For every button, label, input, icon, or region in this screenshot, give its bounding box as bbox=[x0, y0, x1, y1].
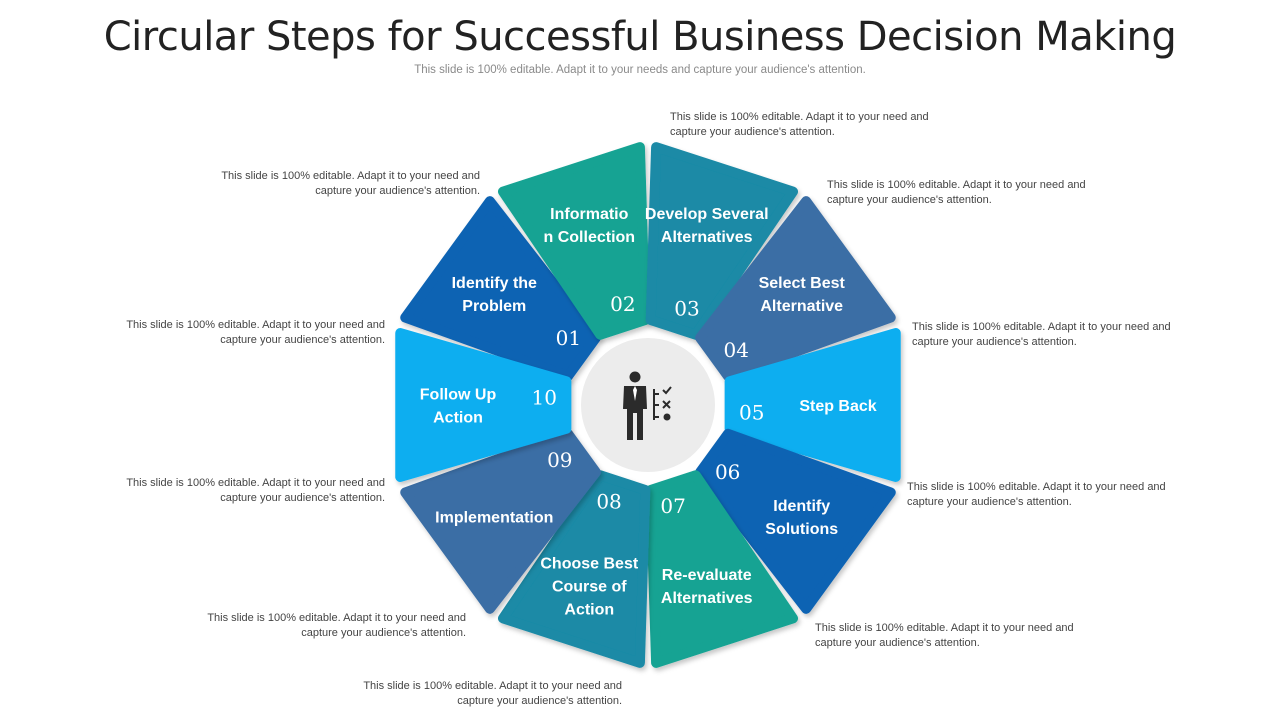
step-note-06: This slide is 100% editable. Adapt it to… bbox=[815, 621, 1090, 651]
step-label-line: Solutions bbox=[765, 521, 838, 538]
step-note-02: This slide is 100% editable. Adapt it to… bbox=[670, 110, 945, 140]
step-note-line: capture your audience's attention. bbox=[907, 496, 1072, 508]
step-note-07: This slide is 100% editable. Adapt it to… bbox=[347, 679, 622, 709]
step-label-line: Alternatives bbox=[661, 590, 753, 607]
step-label-line: Identify bbox=[773, 498, 830, 515]
step-shape-03 bbox=[645, 142, 799, 340]
step-number-02: 02 bbox=[610, 292, 635, 316]
step-note-08: This slide is 100% editable. Adapt it to… bbox=[191, 611, 466, 641]
step-number-01: 01 bbox=[556, 326, 581, 350]
step-label-line: Re-evaluate bbox=[662, 567, 752, 584]
step-note-03: This slide is 100% editable. Adapt it to… bbox=[827, 178, 1102, 208]
step-label-line: Select Best bbox=[759, 275, 846, 292]
step-shape-08 bbox=[497, 470, 651, 668]
slide-title: Circular Steps for Successful Business D… bbox=[103, 14, 1177, 60]
step-note-line: capture your audience's attention. bbox=[912, 336, 1077, 348]
step-label-line: Step Back bbox=[799, 398, 876, 415]
step-shape-05 bbox=[724, 328, 901, 482]
step-shape-09 bbox=[400, 428, 601, 614]
step-label-line: Identify the bbox=[452, 275, 537, 292]
step-note-line: This slide is 100% editable. Adapt it to… bbox=[126, 319, 385, 331]
step-note-line: capture your audience's attention. bbox=[220, 492, 385, 504]
step-label-09: Implementation bbox=[435, 510, 553, 527]
step-note-line: capture your audience's attention. bbox=[457, 695, 622, 707]
step-note-09: This slide is 100% editable. Adapt it to… bbox=[110, 476, 385, 506]
step-note-04: This slide is 100% editable. Adapt it to… bbox=[912, 320, 1187, 350]
businessman-decision-icon bbox=[623, 371, 672, 440]
center-circle bbox=[581, 338, 715, 472]
step-shape-07 bbox=[645, 470, 799, 668]
step-shape-01 bbox=[400, 196, 601, 382]
step-segment-02: Informatio n Collection 02 bbox=[497, 142, 651, 340]
step-note-line: capture your audience's attention. bbox=[670, 126, 835, 138]
step-label-line: Alternative bbox=[760, 298, 843, 315]
step-label-05: Step Back bbox=[799, 398, 876, 415]
step-note-line: This slide is 100% editable. Adapt it to… bbox=[815, 622, 1074, 634]
step-segment-09: Implementation 09 bbox=[400, 428, 601, 614]
step-note-line: capture your audience's attention. bbox=[815, 637, 980, 649]
step-label-line: Follow Up bbox=[420, 387, 497, 404]
step-number-09: 09 bbox=[547, 448, 572, 472]
step-note-line: This slide is 100% editable. Adapt it to… bbox=[207, 612, 466, 624]
step-label-line: Alternatives bbox=[661, 229, 753, 246]
step-note-10: This slide is 100% editable. Adapt it to… bbox=[110, 318, 385, 348]
step-shape-02 bbox=[497, 142, 651, 340]
step-label-line: Choose Best bbox=[540, 556, 638, 573]
step-note-line: capture your audience's attention. bbox=[301, 627, 466, 639]
slide-subtitle: This slide is 100% editable. Adapt it to… bbox=[414, 64, 866, 76]
step-note-line: This slide is 100% editable. Adapt it to… bbox=[827, 179, 1086, 191]
step-note-line: This slide is 100% editable. Adapt it to… bbox=[670, 111, 929, 123]
step-segment-10: Follow Up Action 10 bbox=[395, 328, 572, 482]
step-label-line: Action bbox=[564, 602, 614, 619]
step-number-07: 07 bbox=[660, 494, 685, 518]
step-label-02: Informatio n Collection bbox=[544, 206, 636, 246]
step-label-line: n Collection bbox=[544, 229, 636, 246]
step-note-line: capture your audience's attention. bbox=[827, 194, 992, 206]
step-note-line: This slide is 100% editable. Adapt it to… bbox=[363, 680, 622, 692]
step-note-line: This slide is 100% editable. Adapt it to… bbox=[126, 477, 385, 489]
step-number-03: 03 bbox=[674, 297, 699, 321]
step-segment-05: Step Back 05 bbox=[724, 328, 901, 482]
step-label-line: Action bbox=[433, 410, 483, 427]
step-label-10: Follow Up Action bbox=[420, 387, 497, 427]
step-note-line: This slide is 100% editable. Adapt it to… bbox=[907, 481, 1166, 493]
step-note-line: capture your audience's attention. bbox=[315, 185, 480, 197]
step-number-04: 04 bbox=[723, 338, 748, 362]
step-label-line: Implementation bbox=[435, 510, 553, 527]
step-label-line: Problem bbox=[462, 298, 526, 315]
step-note-line: This slide is 100% editable. Adapt it to… bbox=[221, 170, 480, 182]
step-label-line: Develop Several bbox=[645, 206, 769, 223]
step-number-08: 08 bbox=[596, 489, 621, 513]
step-shape-06 bbox=[695, 428, 896, 614]
step-note-05: This slide is 100% editable. Adapt it to… bbox=[907, 480, 1182, 510]
step-note-line: capture your audience's attention. bbox=[220, 334, 385, 346]
step-note-01: This slide is 100% editable. Adapt it to… bbox=[205, 169, 480, 199]
step-label-line: Informatio bbox=[550, 206, 628, 223]
step-number-05: 05 bbox=[739, 400, 764, 424]
step-shape-10 bbox=[395, 328, 572, 482]
step-shape-04 bbox=[695, 196, 896, 382]
step-number-10: 10 bbox=[532, 386, 557, 410]
step-note-line: This slide is 100% editable. Adapt it to… bbox=[912, 321, 1171, 333]
step-number-06: 06 bbox=[715, 460, 740, 484]
step-label-line: Course of bbox=[552, 579, 627, 596]
